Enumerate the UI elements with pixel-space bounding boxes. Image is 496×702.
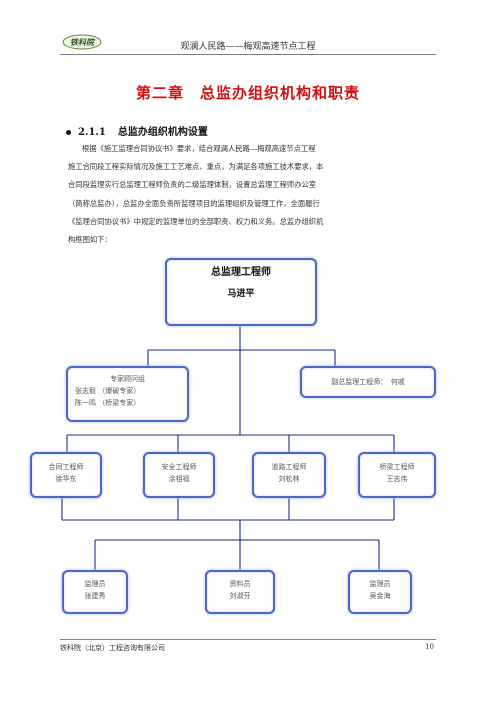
safety-engineer-label: 安全工程师 涂相福: [143, 461, 215, 485]
deputy-chief-label: 副总监理工程师： 何戚: [331, 378, 405, 386]
paragraph-line: （简称总监办），总监办全面负责所监理项目的监理组织及管理工作，全面履行: [68, 198, 320, 208]
staff-title: 监理员: [369, 580, 391, 588]
header-divider: [60, 54, 436, 55]
paragraph-line: 合同段监理实行总监理工程师负责的二级监理体制，设置总监理工程师办公室: [68, 180, 317, 190]
supervisor-label: 监理员 张建秀: [62, 578, 128, 602]
records-clerk-label: 资料员 刘淑芬: [205, 578, 275, 602]
engineer-name: 涂相福: [168, 475, 190, 483]
contract-engineer-box: [30, 452, 102, 498]
chapter-title: 第二章 总监办组织机构和职责: [135, 84, 360, 102]
engineer-title: 安全工程师: [161, 463, 197, 471]
expert-group-label: 专家顾问组 张志毅 （爆破专家） 陈一鸣 （桥梁专家）: [66, 373, 189, 409]
expert-group-box: [66, 366, 189, 422]
road-engineer-box: [252, 452, 326, 498]
supervisor-box: [62, 570, 128, 614]
engineer-name: 刘松林: [278, 475, 300, 483]
expert-member: 张志毅 （爆破专家）: [75, 387, 141, 395]
paragraph-line: 构框图如下：: [68, 235, 112, 245]
footer-company: 铁科院（北京）工程咨询有限公司: [60, 644, 165, 652]
deputy-chief-box: [300, 366, 436, 398]
records-clerk-box: [205, 570, 275, 614]
bridge-engineer-label: 桥梁工程师 王志伟: [358, 461, 436, 485]
chief-engineer-title: 总监理工程师: [211, 267, 271, 278]
section-heading: 2.1.1 总监办组织机构设置: [66, 123, 208, 138]
section-number: 2.1.1: [78, 127, 106, 138]
supervisor-box: [348, 570, 412, 614]
staff-title: 监理员: [84, 580, 106, 588]
svg-text:铁科院: 铁科院: [70, 38, 96, 47]
engineer-title: 道路工程师: [271, 463, 307, 471]
staff-name: 吴金海: [369, 592, 391, 600]
chief-engineer-name: 马进平: [227, 289, 255, 299]
body-paragraph: 根据《施工监理合同协议书》要求，结合观澜人民路—梅观高速节点工程 施工合同段工程…: [68, 140, 430, 249]
safety-engineer-box: [143, 452, 215, 498]
staff-name: 刘淑芬: [229, 592, 251, 600]
contract-engineer-label: 合同工程师 徐华东: [30, 461, 102, 485]
company-logo: 铁科院: [62, 34, 102, 50]
engineer-title: 桥梁工程师: [379, 463, 415, 471]
header-title: 观澜人民路——梅观高速节点工程: [180, 42, 316, 52]
footer-divider: [60, 639, 436, 640]
engineer-name: 王志伟: [386, 475, 408, 483]
bullet-icon: [66, 130, 71, 135]
chief-engineer-label: 总监理工程师 马进平: [165, 266, 317, 301]
paragraph-line: 《监理合同协议书》中规定的监理单位的全部职责、权力和义务。总监办组织机: [68, 216, 324, 226]
paragraph-line: 根据《施工监理合同协议书》要求，结合观澜人民路—梅观高速节点工程: [82, 144, 316, 153]
chief-engineer-box: [165, 258, 317, 326]
expert-member: 陈一鸣 （桥梁专家）: [75, 399, 141, 407]
staff-name: 张建秀: [84, 592, 106, 600]
engineer-title: 合同工程师: [48, 463, 84, 471]
page-number: 10: [425, 643, 434, 651]
engineer-name: 徐华东: [55, 475, 77, 483]
bridge-engineer-box: [358, 452, 436, 498]
staff-title: 资料员: [229, 580, 251, 588]
section-title: 总监办组织机构设置: [117, 127, 208, 138]
road-engineer-label: 道路工程师 刘松林: [252, 461, 326, 485]
expert-group-title: 专家顾问组: [110, 375, 145, 383]
paragraph-line: 施工合同段工程实际情况及施工工艺难点、重点，为满足各项施工技术要求，本: [68, 162, 324, 172]
supervisor-label: 监理员 吴金海: [348, 578, 412, 602]
